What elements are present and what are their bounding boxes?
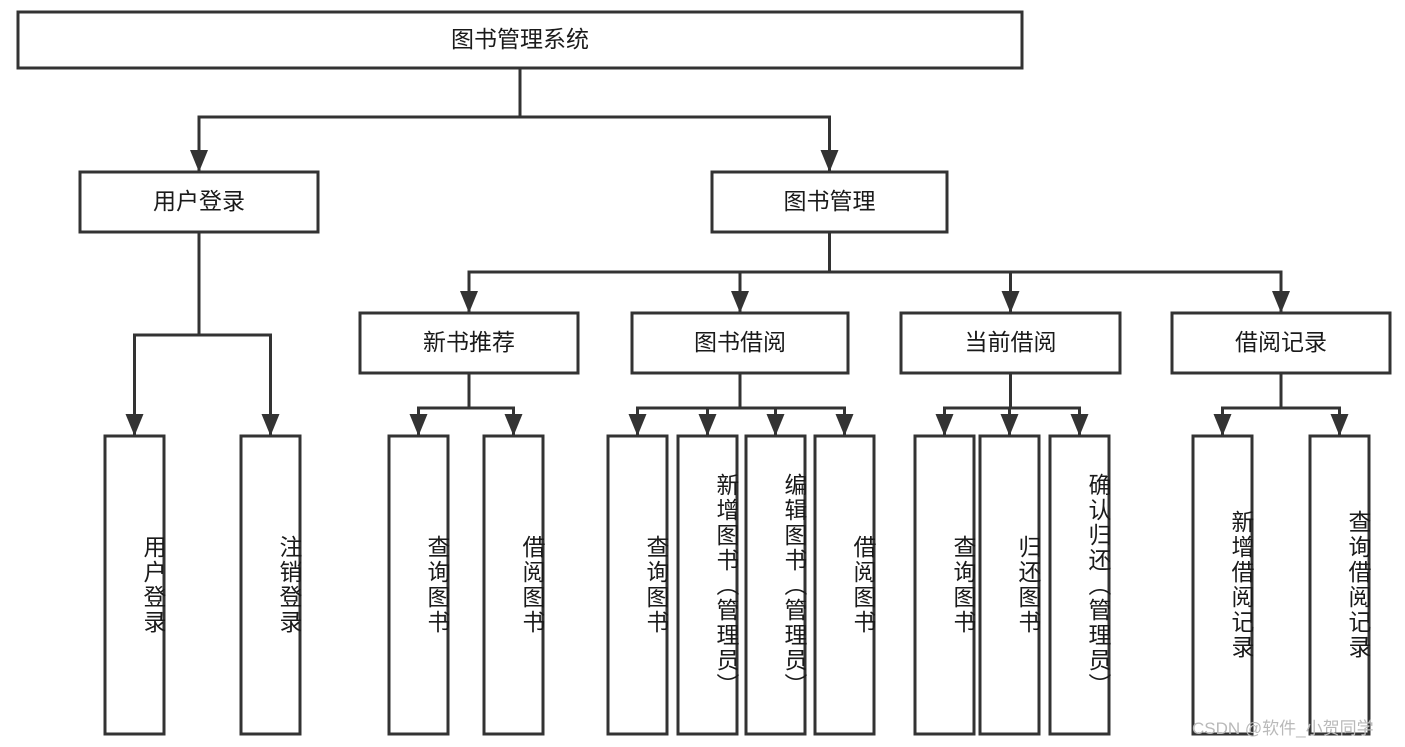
arrow-to-leaf-confirm-return <box>1070 414 1089 436</box>
arrow-to-leaf-query-book-2 <box>628 414 647 436</box>
arrow-to-leaf-borrow-book-1 <box>504 414 523 436</box>
node-current-borrow-box[interactable] <box>899 311 1122 375</box>
node-book-borrow-label: 图书借阅 <box>694 329 786 355</box>
arrow-to-leaf-borrow-book-2 <box>835 414 854 436</box>
node-leaf-query-book-2[interactable] <box>606 434 669 736</box>
csdn-watermark: CSDN @软件_小贺同学 <box>1192 719 1374 738</box>
node-borrow-record-label: 借阅记录 <box>1235 329 1327 355</box>
node-leaf-borrow-book-1[interactable] <box>482 434 545 736</box>
node-leaf-borrow-book-2[interactable] <box>813 434 876 736</box>
arrow-to-book-borrow <box>731 291 749 313</box>
node-new-book-recommend-label: 新书推荐 <box>423 329 515 355</box>
node-leaf-user-login[interactable] <box>103 434 166 736</box>
node-leaf-add-book[interactable] <box>676 434 739 736</box>
node-borrow-record-box[interactable] <box>1170 311 1392 375</box>
arrow-to-leaf-query-book-1 <box>409 414 428 436</box>
arrow-to-leaf-query-record <box>1330 414 1349 436</box>
node-leaf-query-record[interactable] <box>1308 434 1371 736</box>
node-book-manage-box[interactable] <box>710 170 949 234</box>
arrow-to-leaf-query-book-3 <box>935 414 954 436</box>
node-new-book-recommend-box[interactable] <box>358 311 580 375</box>
arrow-to-leaf-user-login <box>125 414 144 436</box>
node-leaf-add-record[interactable] <box>1191 434 1254 736</box>
arrow-to-borrow-record <box>1272 291 1290 313</box>
arrow-to-leaf-edit-book <box>766 414 785 436</box>
arrow-to-leaf-add-record <box>1213 414 1232 436</box>
arrow-to-user-login <box>190 150 208 172</box>
node-leaf-return-book[interactable] <box>978 434 1041 736</box>
arrow-to-book-manage <box>820 150 839 172</box>
arrow-to-leaf-user-logout <box>261 414 280 436</box>
node-leaf-user-logout[interactable] <box>239 434 302 736</box>
node-leaf-query-book-3[interactable] <box>913 434 976 736</box>
boxes-layer <box>16 10 1392 736</box>
arrow-to-leaf-return-book <box>1000 414 1019 436</box>
node-book-borrow-box[interactable] <box>630 311 850 375</box>
node-root-box[interactable] <box>16 10 1024 70</box>
arrow-to-current-borrow <box>1001 291 1020 313</box>
arrow-to-leaf-add-book <box>698 414 717 436</box>
arrow-to-new-book-recommend <box>460 291 478 313</box>
node-root-label: 图书管理系统 <box>451 26 589 52</box>
node-current-borrow-label: 当前借阅 <box>965 329 1057 355</box>
node-user-login-box[interactable] <box>78 170 320 234</box>
connectors-layer <box>125 66 1349 438</box>
node-leaf-query-book-1[interactable] <box>387 434 450 736</box>
node-leaf-confirm-return[interactable] <box>1048 434 1111 736</box>
node-book-manage-label: 图书管理 <box>784 188 876 214</box>
node-leaf-edit-book[interactable] <box>744 434 807 736</box>
node-user-login-label: 用户登录 <box>153 188 245 214</box>
